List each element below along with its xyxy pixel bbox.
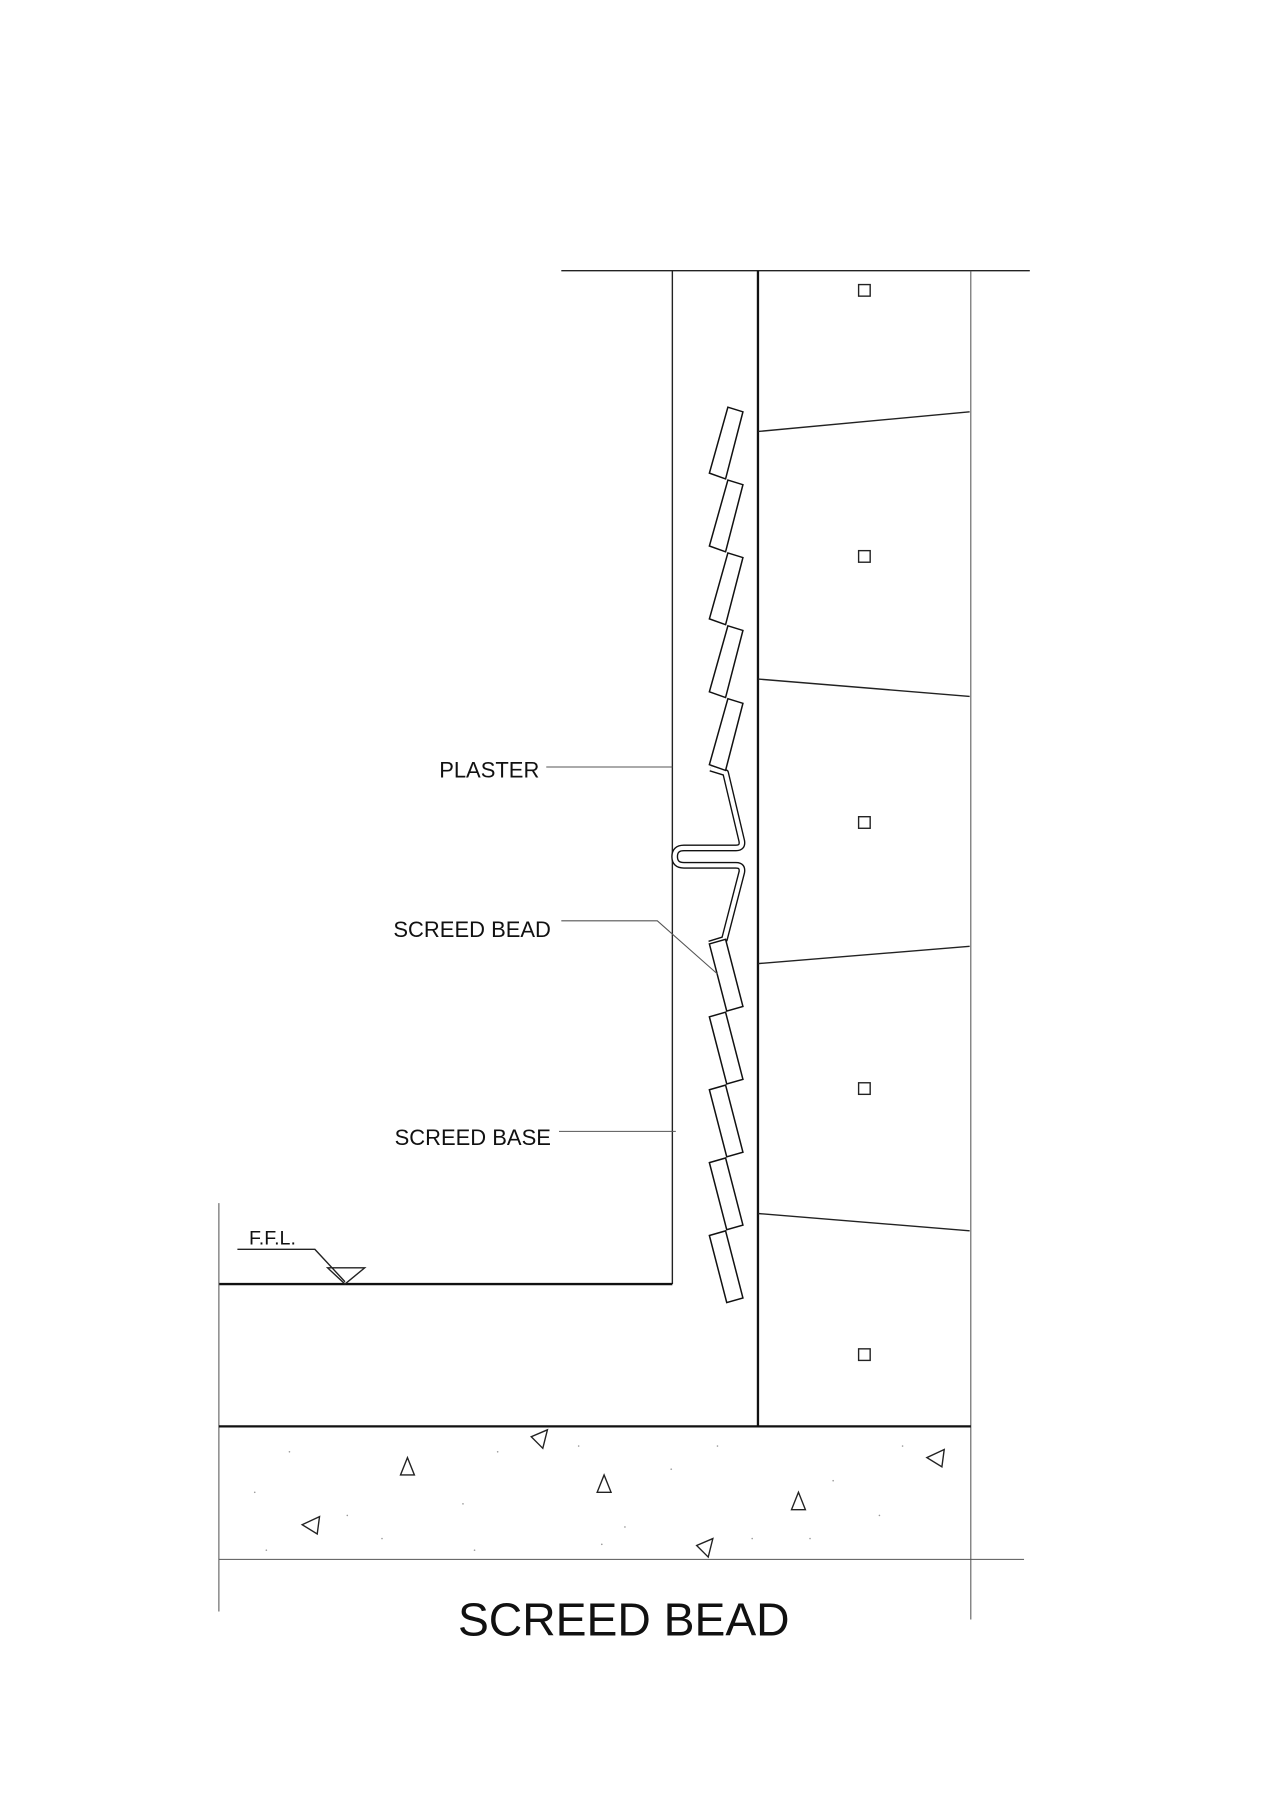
plaster-label: PLASTER <box>439 757 539 782</box>
screed-bead-profile <box>671 406 746 1304</box>
drawing-title: SCREED BEAD <box>458 1594 790 1646</box>
aggregate-triangle <box>695 1537 714 1559</box>
block-markers <box>857 283 871 1362</box>
bead-upper-tooth <box>708 552 744 626</box>
aggregate-triangle <box>399 1455 416 1476</box>
aggregate-triangle <box>530 1428 549 1450</box>
bead-lower-tooth <box>708 938 744 1012</box>
ffl-marker: F.F.L. <box>237 1228 367 1285</box>
aggregate-dot <box>809 1537 811 1540</box>
aggregate-dot <box>265 1549 268 1551</box>
aggregate-dot <box>473 1549 476 1551</box>
aggregate-dot <box>624 1526 626 1528</box>
block-marker-square <box>857 816 871 829</box>
aggregate-dot <box>600 1543 603 1546</box>
bead-upper-tooth <box>708 479 744 553</box>
concrete-slab-hatch <box>253 1428 946 1559</box>
aggregate-dot <box>253 1491 256 1494</box>
level-triangle-icon <box>325 1267 367 1285</box>
block-joints <box>757 411 970 1232</box>
leaders: PLASTER SCREED BEAD SCREED BASE <box>393 757 718 1150</box>
wall-outlines <box>218 270 1030 1620</box>
block-marker-square <box>857 283 871 297</box>
bead-upper-tooth <box>708 406 744 480</box>
block-marker-square <box>857 1348 871 1362</box>
block-marker-square <box>857 1082 871 1096</box>
bead-lower-tooth <box>708 1084 744 1158</box>
ffl-label: F.F.L. <box>249 1228 296 1250</box>
aggregate-dot <box>381 1537 383 1540</box>
aggregate-triangle <box>300 1515 321 1536</box>
screed-bead-label: SCREED BEAD <box>393 917 550 942</box>
aggregate-dot <box>288 1450 291 1453</box>
bead-lower-tooth <box>708 1157 744 1231</box>
bead-lower-tooth <box>708 1011 744 1085</box>
aggregate-dot <box>577 1445 580 1447</box>
aggregate-dot <box>878 1514 881 1517</box>
screed-base-label: SCREED BASE <box>395 1125 551 1150</box>
aggregate-triangle <box>925 1448 946 1468</box>
aggregate-triangle <box>596 1473 613 1493</box>
aggregate-dot <box>346 1514 349 1517</box>
bead-upper-tooth <box>708 624 744 699</box>
aggregate-dot <box>496 1450 499 1453</box>
aggregate-dot <box>901 1445 904 1447</box>
aggregate-dot <box>716 1445 719 1447</box>
aggregate-dot <box>670 1468 673 1470</box>
aggregate-dot <box>832 1479 834 1482</box>
bead-upper-tooth <box>708 697 744 772</box>
aggregate-triangle <box>790 1490 807 1511</box>
aggregate-dot <box>751 1537 753 1540</box>
bead-lower-tooth <box>708 1229 744 1304</box>
aggregate-dot <box>462 1503 464 1505</box>
block-marker-square <box>857 549 871 563</box>
